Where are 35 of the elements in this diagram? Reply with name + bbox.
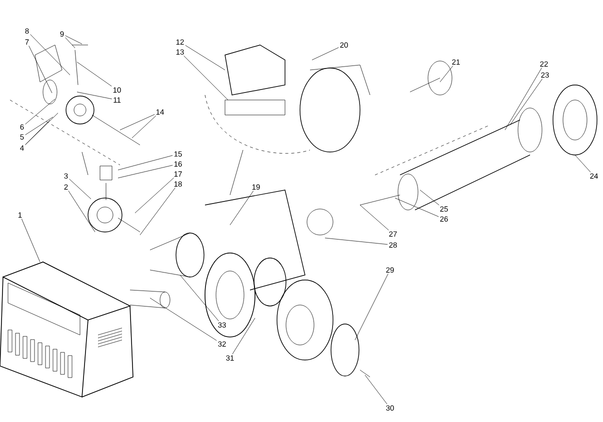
leader-line [312, 47, 339, 60]
leader-line [324, 238, 388, 245]
leader-line [354, 274, 388, 340]
leader-line [440, 66, 454, 82]
leader-line [28, 46, 52, 94]
leader-line [134, 178, 174, 214]
leader-line [574, 154, 591, 172]
leader-line [65, 35, 82, 44]
leader-line [68, 190, 96, 232]
leader-line [30, 34, 70, 76]
leader-line [360, 204, 389, 230]
leader-line [118, 165, 173, 178]
leader-line [504, 68, 542, 130]
leader-line [118, 155, 173, 170]
leader-line [180, 274, 219, 322]
leader-line [21, 218, 40, 262]
leader-line [25, 116, 54, 136]
leader-line [364, 374, 388, 404]
leader-line [76, 92, 112, 100]
leader-line [510, 78, 542, 126]
leader-line [394, 198, 439, 217]
leader-line [25, 112, 58, 145]
leader-line [420, 190, 440, 206]
leader-line [65, 37, 76, 48]
leader-line [76, 62, 112, 86]
leader-line [120, 114, 155, 130]
leader-line [184, 56, 228, 100]
leader-line [230, 190, 254, 226]
leader-line [69, 178, 92, 200]
leader-line [25, 98, 56, 124]
leader-line [185, 45, 226, 70]
leader-line [232, 318, 256, 354]
leader-line [150, 298, 217, 341]
leader-line [132, 116, 156, 138]
leader-line [140, 188, 176, 236]
